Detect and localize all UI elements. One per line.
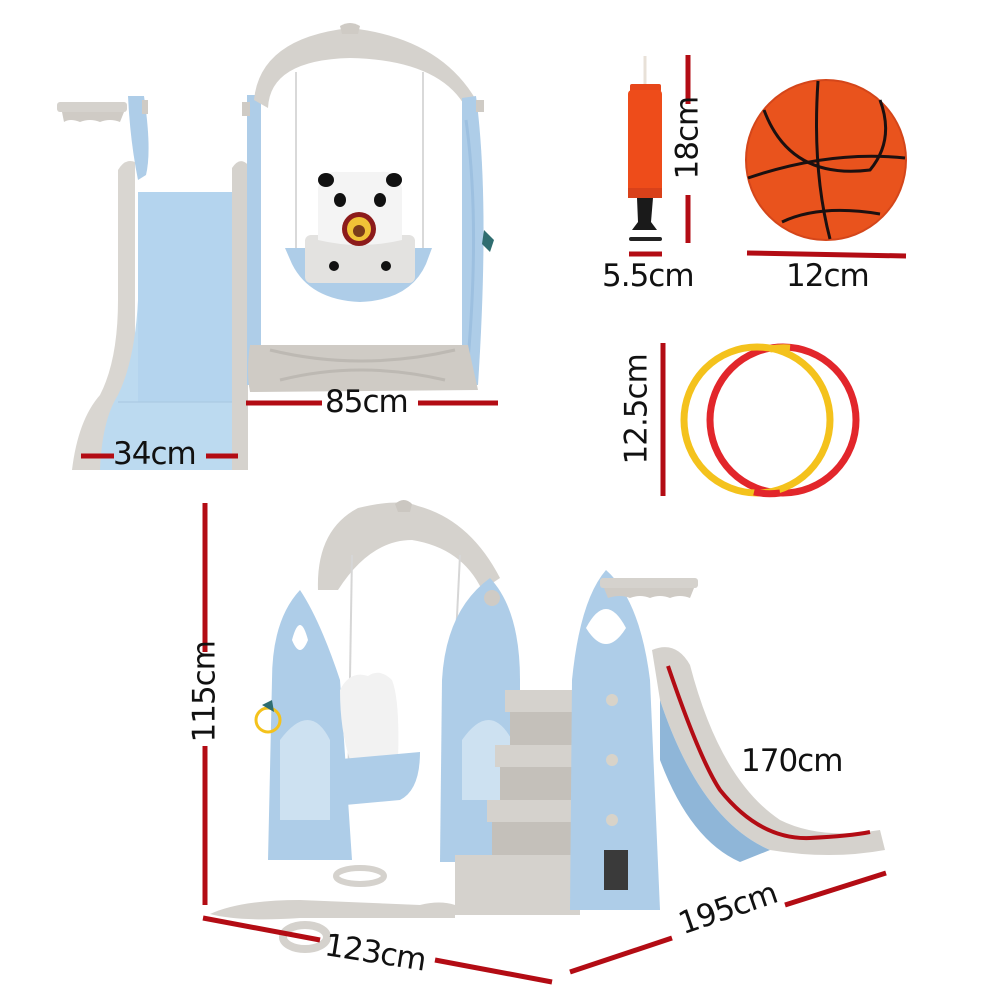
playset-perspective-illustration xyxy=(210,500,885,953)
panda-swing-seat xyxy=(285,171,432,302)
label-ring-diameter: 12.5cm xyxy=(618,354,655,465)
air-pump-illustration xyxy=(628,56,662,241)
dimension-line-12cm xyxy=(746,250,907,259)
dimension-line-123cm xyxy=(202,915,553,985)
label-pump-height: 18cm xyxy=(669,96,706,180)
label-height: 115cm xyxy=(186,641,223,743)
dimension-line-170cm xyxy=(666,665,871,841)
label-slide-length: 170cm xyxy=(741,743,843,779)
swing-frame-front xyxy=(242,23,494,392)
throwing-rings-illustration xyxy=(680,343,860,498)
slide-swing-front-view xyxy=(57,23,494,470)
basketball-hoop-main xyxy=(600,578,698,598)
stairs xyxy=(455,690,580,915)
dimension-line-195cm xyxy=(569,870,887,975)
basketball-hoop-small xyxy=(57,102,127,122)
label-pump-width: 5.5cm xyxy=(602,258,695,294)
slide-front xyxy=(72,161,248,470)
label-ball-diameter: 12cm xyxy=(786,258,870,294)
label-slide-width: 34cm xyxy=(113,436,197,472)
basketball-illustration xyxy=(745,79,907,241)
label-swing-width: 85cm xyxy=(325,384,409,420)
